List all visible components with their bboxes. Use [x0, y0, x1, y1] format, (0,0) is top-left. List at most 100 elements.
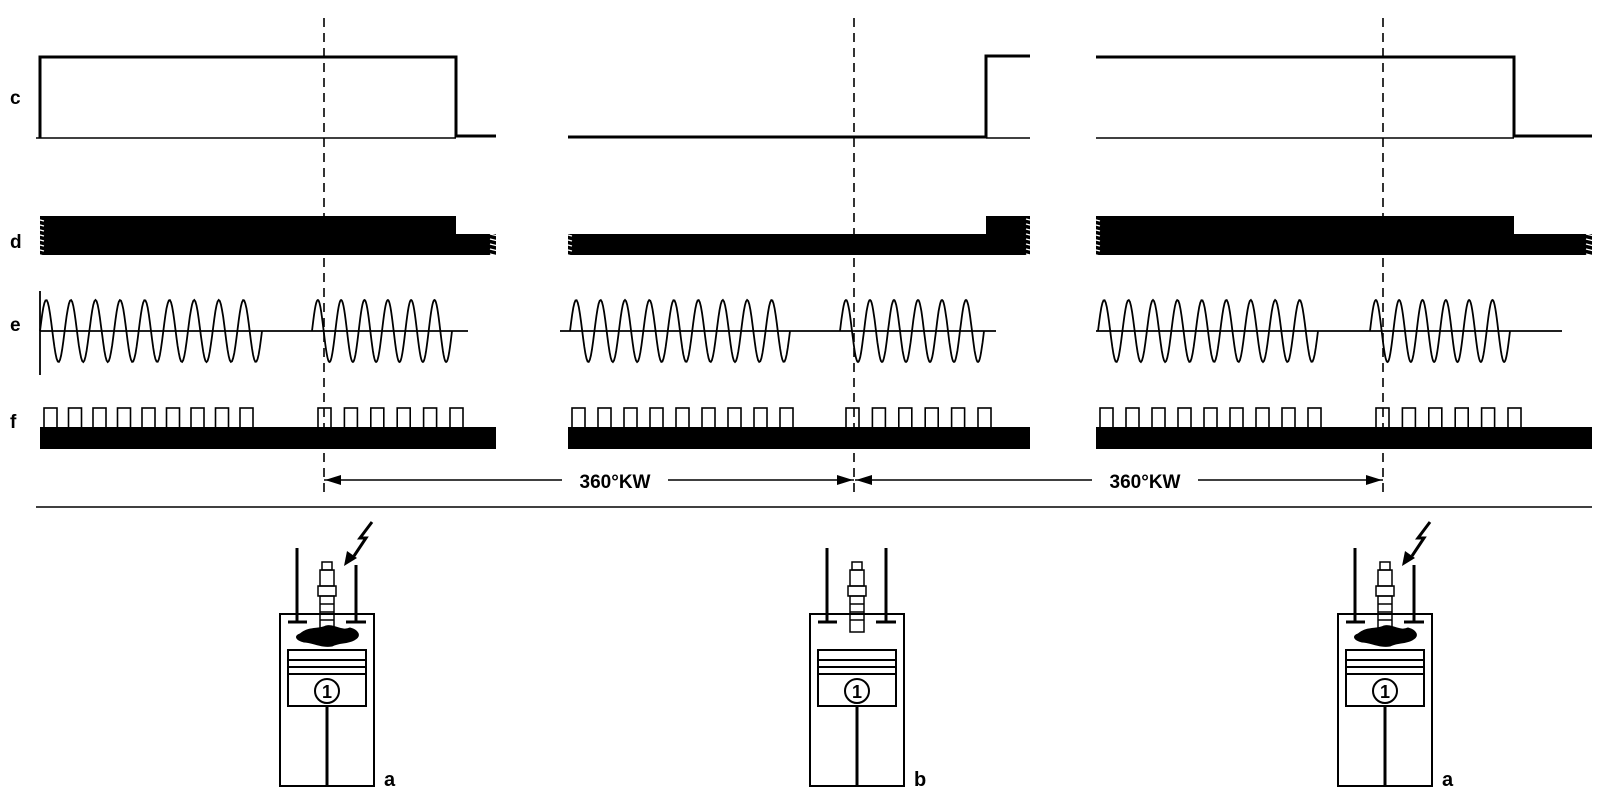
cylinder-1-ignition-flame	[296, 625, 359, 647]
reference-lines	[323, 18, 1384, 496]
signal-e-wave-1	[39, 298, 263, 364]
cylinder-1-spark-plug	[317, 561, 337, 633]
signal-d-edge-stripe	[1585, 253, 1595, 257]
cylinder-1	[279, 521, 375, 787]
signal-e-wave-3	[569, 298, 791, 364]
signal-f-pulse	[43, 407, 58, 429]
signal-f-pulse	[727, 407, 742, 429]
signal-d-edge-stripe	[563, 218, 573, 222]
row-label-c: c	[10, 88, 21, 109]
signal-d-jagged-edges	[35, 218, 1595, 257]
signal-f-pulse	[1099, 407, 1114, 429]
signal-f-pulse	[950, 407, 966, 429]
signal-d-edge-stripe	[1585, 248, 1595, 252]
signal-f-pulse	[1255, 407, 1270, 429]
signal-d-edge-stripe	[563, 253, 573, 257]
signal-f-pulse	[1281, 407, 1296, 429]
signal-d-edge-stripe	[489, 233, 499, 237]
dimension-1-arrow-right	[837, 475, 853, 485]
cylinder-2	[809, 548, 905, 787]
dimension-2: 360°KW	[855, 472, 1383, 493]
dimension-1-label: 360°KW	[580, 472, 651, 493]
signal-f-pulse	[701, 407, 716, 429]
signal-d-edge-stripe	[489, 248, 499, 252]
signal-f-pulse	[977, 407, 992, 429]
signal-f-pulse	[369, 407, 385, 429]
signal-d-edge-stripe	[35, 243, 45, 247]
signal-f-pulse	[1125, 407, 1140, 429]
signal-e-wave-2	[311, 298, 453, 364]
cylinder-1-spark-arrowhead	[344, 551, 357, 566]
cylinder-3-spark-plug	[1375, 561, 1395, 633]
signal-e-wave-4	[839, 298, 985, 364]
signal-e-wave-5	[1097, 298, 1319, 364]
signal-f-pulse	[597, 407, 612, 429]
signal-d-block-1	[40, 216, 496, 255]
signal-d-edge-stripe	[489, 253, 499, 257]
signal-d-edge-stripe	[489, 228, 499, 232]
row-label-d: d	[10, 232, 22, 253]
signal-d-edge-stripe	[1585, 223, 1595, 227]
signal-d-edge-stripe	[1091, 243, 1101, 247]
cylinder-3	[1337, 521, 1433, 787]
signal-d-edge-stripe	[1585, 238, 1595, 242]
signal-d-edge-stripe	[35, 228, 45, 232]
signal-d-edge-stripe	[563, 223, 573, 227]
signal-f-pulse	[897, 407, 913, 429]
signal-f-pulse	[779, 407, 794, 429]
cylinder-2-piston-number-circle	[844, 678, 870, 704]
signal-f-pulse	[190, 407, 205, 429]
signal-f-pulse	[214, 407, 230, 429]
signal-d-edge-stripe	[1585, 233, 1595, 237]
signal-d-edge-stripe	[1025, 238, 1035, 242]
signal-d-edge-stripe	[35, 223, 45, 227]
dimension-2-arrow-left	[856, 475, 872, 485]
signal-c-trace-3	[1096, 55, 1592, 138]
signal-f-pulse	[1454, 407, 1469, 429]
signal-f-pulse	[239, 407, 254, 429]
signal-f-pulse	[845, 407, 860, 429]
signal-f-pulse	[343, 407, 359, 429]
signal-f-pulse	[1507, 407, 1522, 429]
signal-f-bar-3	[1096, 427, 1592, 449]
signal-f-pulse	[649, 407, 664, 429]
signal-d-edge-stripe	[563, 228, 573, 232]
cylinder-3-ignition-flame	[1354, 625, 1417, 647]
signal-d-edge-stripe	[1585, 228, 1595, 232]
signal-f-pulse	[1203, 407, 1218, 429]
signal-f-pulse	[753, 407, 768, 429]
signal-f-pulse	[675, 407, 690, 429]
signal-d-edge-stripe	[35, 253, 45, 257]
signal-f-pulse	[449, 407, 464, 429]
signal-d-edge-stripe	[1025, 243, 1035, 247]
signal-d-edge-stripe	[563, 238, 573, 242]
row-label-e: e	[10, 315, 21, 336]
dimension-1: 360°KW	[324, 472, 854, 493]
signal-f-pulse	[1177, 407, 1192, 429]
signal-d-edge-stripe	[1025, 223, 1035, 227]
signal-f-pulse	[165, 407, 181, 429]
cylinder-3-spark-icon	[1410, 521, 1432, 557]
signal-d-edge-stripe	[35, 218, 45, 222]
signal-f-pulse	[1151, 407, 1166, 429]
cylinder-3-piston-number: 1	[1380, 682, 1390, 702]
signal-f-pulse	[67, 407, 83, 429]
signal-d-edge-stripe	[489, 218, 499, 222]
signal-f-pulse	[422, 407, 438, 429]
cylinder-1-label: a	[384, 769, 396, 791]
signal-f-bar-2	[568, 427, 1030, 449]
signal-d-edge-stripe	[489, 243, 499, 247]
signal-d-edge-stripe	[35, 248, 45, 252]
signal-d-edge-stripe	[1025, 253, 1035, 257]
signal-d-edge-stripe	[1091, 253, 1101, 257]
cylinder-2-spark-plug	[847, 561, 867, 633]
signal-d-edge-stripe	[563, 243, 573, 247]
signal-d-edge-stripe	[1091, 233, 1101, 237]
cylinder-1-spark-icon	[352, 521, 374, 557]
cylinder-3-spark-arrowhead	[1402, 551, 1415, 566]
signal-d-edge-stripe	[1091, 248, 1101, 252]
signal-d-edge-stripe	[563, 233, 573, 237]
signal-d-block-3	[1096, 216, 1592, 255]
signal-d-edge-stripe	[1091, 223, 1101, 227]
